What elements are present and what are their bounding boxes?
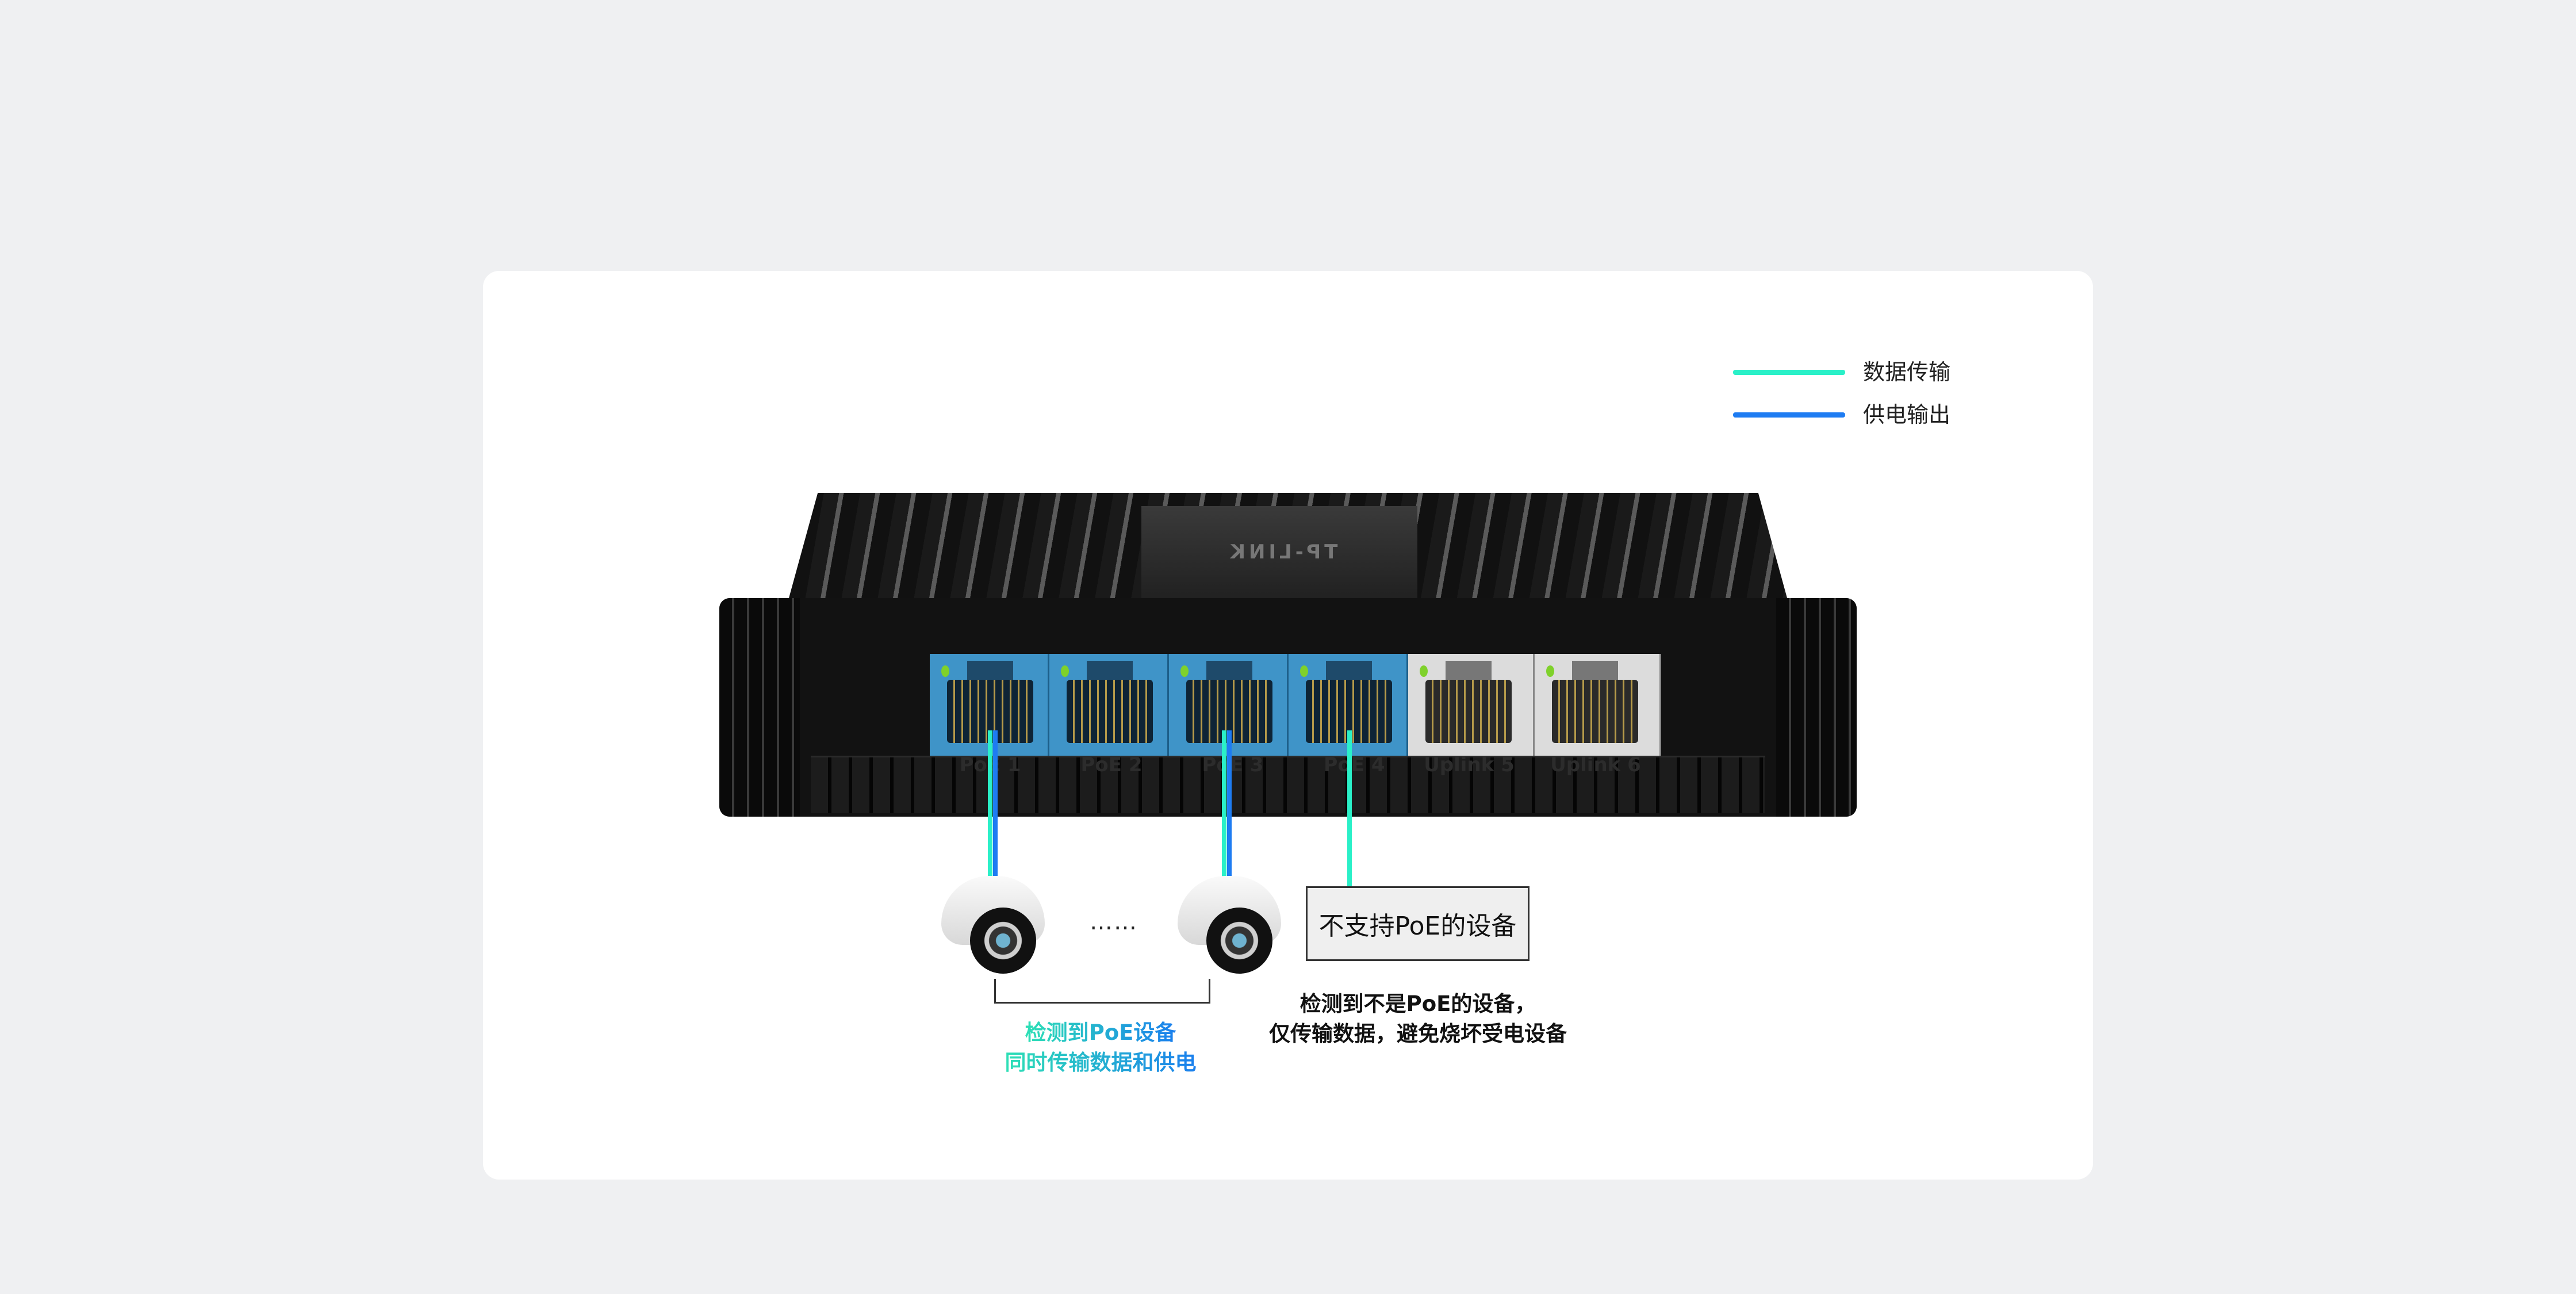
legend-data-label: 数据传输 — [1863, 359, 1951, 385]
poe-caption: 检测到PoE设备 同时传输数据和供电 — [928, 1018, 1273, 1078]
camera-group-bracket — [994, 979, 1210, 1004]
poe-caption-line: 同时传输数据和供电 — [1005, 1050, 1197, 1075]
data-cable-4 — [1347, 730, 1352, 887]
non-poe-caption-line: 仅传输数据，避免烧坏受电设备 — [1269, 1021, 1567, 1046]
port-label: Uplink 6 — [1550, 753, 1641, 776]
power-cable-1 — [993, 730, 998, 880]
port-label: PoE 2 — [1080, 753, 1143, 776]
camera-lens-icon — [970, 908, 1036, 974]
non-poe-caption-line: 检测到不是PoE的设备， — [1300, 991, 1536, 1016]
led-icon — [1420, 665, 1428, 677]
rj45-jack — [1425, 680, 1512, 743]
port-label: PoE 4 — [1323, 753, 1385, 776]
led-icon — [1061, 665, 1069, 677]
data-cable-1 — [988, 730, 992, 880]
camera-lens-icon — [1206, 908, 1272, 974]
data-cable-3 — [1222, 730, 1226, 880]
port-uplink-6 — [1535, 654, 1661, 756]
poe-camera-2 — [1178, 876, 1281, 974]
non-poe-device-box: 不支持PoE的设备 — [1306, 886, 1529, 961]
poe-caption-line: 检测到PoE设备 — [1025, 1020, 1176, 1045]
power-cable-3 — [1227, 730, 1232, 880]
legend-data-line — [1733, 370, 1845, 375]
port-uplink-5 — [1408, 654, 1535, 756]
legend-power-label: 供电输出 — [1863, 402, 1951, 427]
brand-logo: TP-LINK — [1226, 541, 1338, 564]
led-icon — [941, 665, 949, 677]
rj45-jack — [1552, 680, 1638, 743]
port-label: Uplink 5 — [1424, 753, 1515, 776]
switch-fins-left — [719, 598, 800, 817]
switch-bottom-vents — [811, 756, 1765, 813]
led-icon — [1180, 665, 1189, 677]
switch-top-panel — [1141, 506, 1417, 602]
non-poe-caption: 检测到不是PoE的设备， 仅传输数据，避免烧坏受电设备 — [1217, 989, 1619, 1049]
led-icon — [1300, 665, 1308, 677]
poe-camera-1 — [941, 876, 1045, 974]
rj45-jack — [1067, 680, 1153, 743]
port-poe-2 — [1049, 654, 1169, 756]
legend-power-line — [1733, 412, 1845, 418]
led-icon — [1546, 665, 1554, 677]
port-label: PoE 3 — [1202, 753, 1264, 776]
port-panel — [930, 654, 1662, 756]
switch-fins-right — [1776, 598, 1857, 817]
ellipsis: …… — [1090, 909, 1138, 935]
